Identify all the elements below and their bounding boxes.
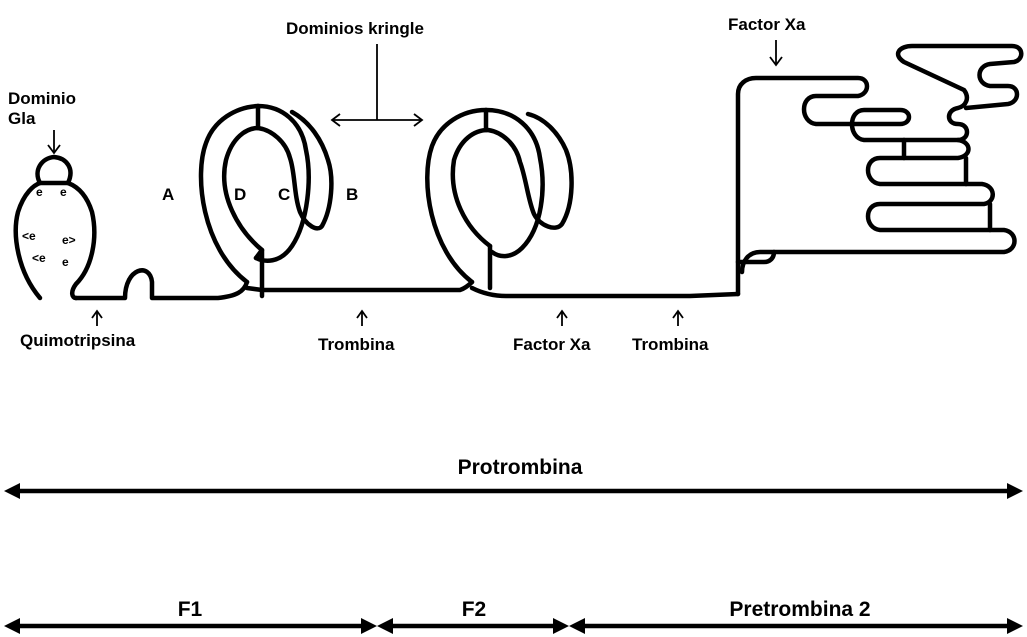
range-arrow-head-left <box>4 618 20 634</box>
gla-mark: <e <box>32 251 46 265</box>
range-arrow-head-right <box>361 618 377 634</box>
gla-domain: e e <e e> <e e <box>16 157 94 298</box>
gla-mark: e> <box>62 233 76 247</box>
range-pretrombina-2: Pretrombina 2 <box>569 598 1023 634</box>
bridge-label-b: B <box>346 185 358 204</box>
range-label: F2 <box>462 598 487 621</box>
gla-mark: e <box>62 255 69 269</box>
cleavage-label: Trombina <box>318 335 395 354</box>
gla-mark: <e <box>22 229 36 243</box>
range-arrow-head-right <box>553 618 569 634</box>
range-arrow-head-left <box>569 618 585 634</box>
range-f1: F1 <box>4 598 377 634</box>
range-arrow-head-right <box>1007 483 1023 499</box>
range-label: F1 <box>178 598 203 621</box>
protein-chain <box>76 46 1021 298</box>
cleavage-quimotripsina: Quimotripsina <box>20 311 136 350</box>
cleavage-label: Quimotripsina <box>20 331 136 350</box>
cleavage-label: Factor Xa <box>513 335 591 354</box>
range-label: Pretrombina 2 <box>729 598 870 621</box>
gla-domain-label: Gla <box>8 109 36 128</box>
kringle-label: Dominios kringle <box>286 19 424 38</box>
gla-mark: e <box>60 185 67 199</box>
range-arrow-head-right <box>1007 618 1023 634</box>
range-f2: F2 <box>377 598 569 634</box>
cleavage-factor-xa: Factor Xa <box>513 311 591 354</box>
range-arrow-head-left <box>4 483 20 499</box>
cleavage-label: Trombina <box>632 335 709 354</box>
bridge-label-c: C <box>278 185 290 204</box>
gla-mark: e <box>36 185 43 199</box>
range-label: Protrombina <box>458 456 583 479</box>
gla-domain-label: Dominio <box>8 89 76 108</box>
cleavage-trombina-2: Trombina <box>632 311 709 354</box>
range-protrombina: Protrombina <box>4 456 1023 499</box>
factor-xa-top-label: Factor Xa <box>728 15 806 34</box>
bridge-label-a: A <box>162 185 174 204</box>
cleavage-trombina-1: Trombina <box>318 311 395 354</box>
range-arrow-head-left <box>377 618 393 634</box>
bridge-label-d: D <box>234 185 246 204</box>
